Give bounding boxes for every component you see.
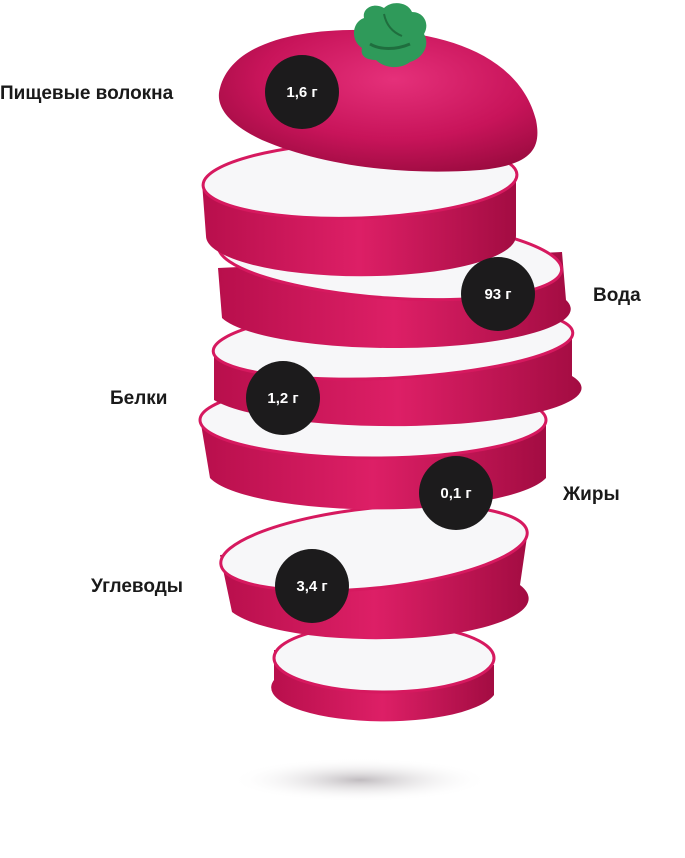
label-carbs: Углеводы xyxy=(91,576,183,597)
badge-water-value: 93 г xyxy=(461,257,535,331)
badge-protein-value: 1,2 г xyxy=(246,361,320,435)
label-fiber: Пищевые волокна xyxy=(0,83,174,104)
radish-slice-6 xyxy=(271,622,496,722)
badge-fat-value: 0,1 г xyxy=(419,456,493,530)
leaf-stem-icon xyxy=(353,3,427,68)
badge-carbs-value: 3,4 г xyxy=(275,549,349,623)
badge-fiber-value: 1,6 г xyxy=(265,55,339,129)
radish-slice-1 xyxy=(201,140,519,277)
label-water: Вода xyxy=(593,285,641,306)
label-fat: Жиры xyxy=(563,484,620,505)
label-protein: Белки xyxy=(110,388,168,409)
ground-shadow xyxy=(230,758,490,802)
